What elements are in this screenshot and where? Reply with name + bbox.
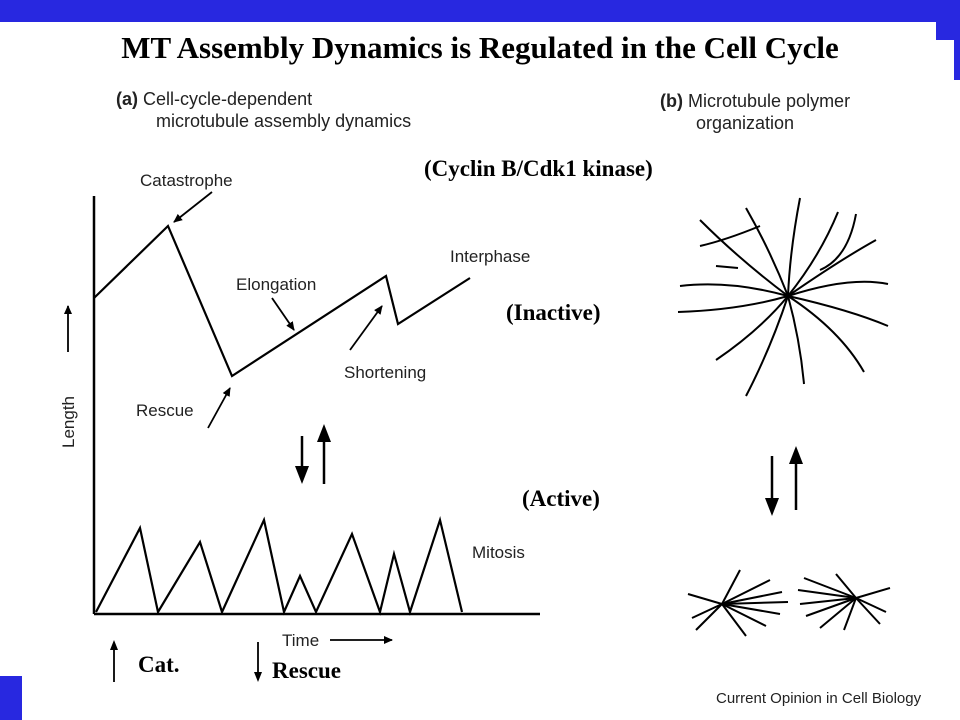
catastrophe-arrow — [173, 191, 213, 223]
right-accent-strip — [954, 40, 960, 80]
panel-b-label: (b) Microtubule polymer organization — [660, 90, 850, 134]
panel-a-line2: microtubule assembly dynamics — [156, 111, 412, 131]
interphase-label: Interphase — [450, 247, 530, 266]
interphase-trace — [93, 224, 471, 378]
inactive-label: (Inactive) — [506, 300, 601, 325]
mitosis-trace — [95, 515, 464, 616]
legend-rescue-arrowhead — [254, 672, 262, 682]
panel-b-line1: Microtubule polymer — [688, 91, 851, 111]
legend-cat-arrowhead — [110, 640, 118, 650]
elongation-label: Elongation — [236, 275, 316, 294]
rescue-label: Rescue — [136, 401, 194, 420]
rescue-arrow — [207, 387, 231, 429]
slide-title: MT Assembly Dynamics is Regulated in the… — [121, 30, 839, 65]
to-interphase-arrow-head — [317, 424, 331, 442]
panel-a-line1: Cell-cycle-dependent — [143, 89, 313, 109]
time-axis-label: Time — [282, 631, 319, 650]
length-axis-label: Length — [59, 396, 78, 448]
right-accent-block — [936, 18, 960, 40]
shortening-label: Shortening — [344, 363, 426, 382]
legend-rescue-label: Rescue — [272, 658, 341, 683]
top-accent-bar — [0, 0, 960, 22]
panel-b-letter: (b) — [660, 91, 683, 111]
left-accent-block — [0, 676, 22, 720]
panel-a-label: (a) Cell-cycle-dependent microtubule ass… — [116, 88, 411, 132]
panel-a-letter: (a) — [116, 89, 138, 109]
interphase-aster — [677, 197, 889, 397]
legend-cat-label: Cat. — [138, 652, 180, 677]
mitosis-label: Mitosis — [472, 543, 525, 562]
to-inactive-arrow-head — [789, 446, 803, 464]
mitotic-spindle — [687, 569, 891, 637]
cyclin-label: (Cyclin B/Cdk1 kinase) — [424, 156, 653, 181]
active-label: (Active) — [522, 486, 600, 511]
to-mitosis-arrow-head — [295, 466, 309, 484]
elongation-arrow — [271, 297, 295, 331]
catastrophe-label: Catastrophe — [140, 171, 233, 190]
shortening-arrow — [349, 305, 383, 351]
panel-b-line2: organization — [696, 113, 795, 133]
to-active-arrow-head — [765, 498, 779, 516]
credit-text: Current Opinion in Cell Biology — [716, 690, 922, 707]
